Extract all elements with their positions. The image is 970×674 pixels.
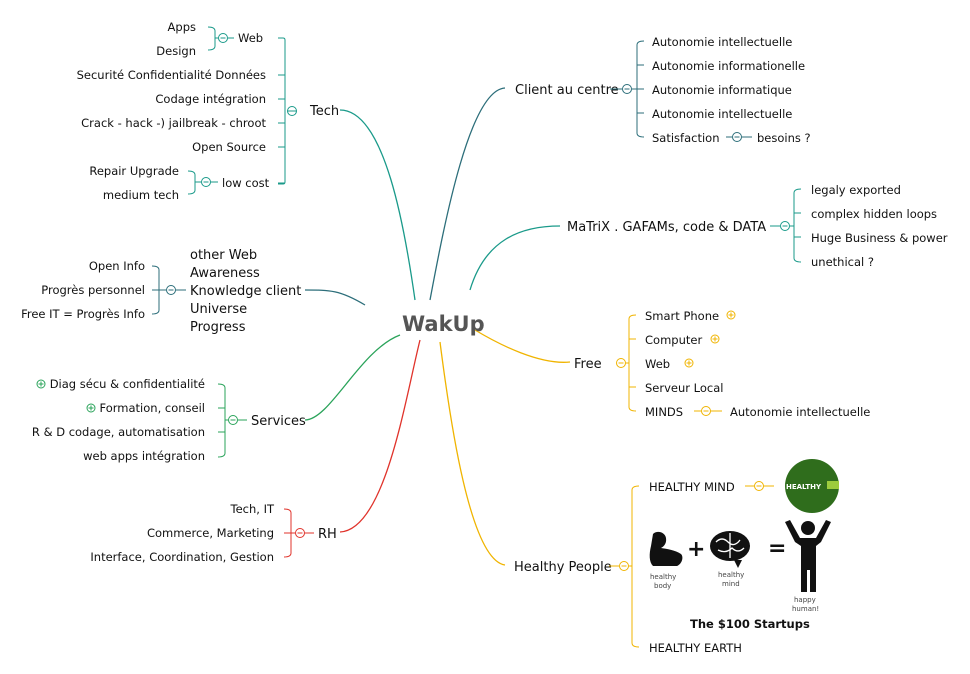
badge-stripe (827, 481, 839, 489)
services-node[interactable]: Services (251, 414, 306, 429)
tech-item[interactable]: Open Source (192, 140, 266, 154)
rh-item[interactable]: Commerce, Marketing (147, 526, 274, 540)
tech-web-node[interactable]: Web (238, 31, 263, 45)
book-title[interactable]: The $100 Startups (690, 617, 810, 631)
client-node[interactable]: Client au centre (515, 83, 619, 98)
caption-body-1: healthy (650, 573, 676, 581)
services-item[interactable]: R & D codage, automatisation (32, 425, 205, 439)
free-bracket (626, 314, 637, 412)
tech-web-item[interactable]: Apps (168, 20, 196, 34)
plus-sign: + (687, 537, 705, 562)
client-bracket (610, 40, 645, 138)
services-item[interactable]: Diag sécu & confidentialité (50, 377, 205, 391)
brain-icon (710, 531, 750, 568)
branch-services (304, 334, 401, 421)
branch-rh (339, 339, 421, 533)
healthy-group: Healthy People HEALTHY MIND HEALTHY heal… (514, 459, 839, 655)
free-item[interactable]: Computer (645, 333, 702, 347)
client-item[interactable]: Autonomie informationelle (652, 59, 805, 73)
branch-client (429, 87, 506, 301)
rh-item[interactable]: Interface, Coordination, Gestion (90, 550, 274, 564)
caption-human-1: happy (794, 596, 816, 604)
services-item[interactable]: web apps intégration (83, 449, 205, 463)
info-node-line[interactable]: Awareness (190, 266, 260, 281)
matrix-group: MaTriX . GAFAMs, code & DATA legaly expo… (567, 183, 948, 269)
caption-body-2: body (654, 582, 671, 590)
matrix-item[interactable]: unethical ? (811, 255, 874, 269)
plus-mark (686, 360, 692, 366)
branch-tech (339, 109, 416, 301)
matrix-item[interactable]: complex hidden loops (811, 207, 937, 221)
tech-lowcost-item[interactable]: Repair Upgrade (89, 164, 179, 178)
free-node[interactable]: Free (574, 357, 602, 372)
tech-group: Tech Web Apps Design Securité Confidenti… (77, 20, 340, 202)
free-item[interactable]: Serveur Local (645, 381, 723, 395)
rh-bracket (283, 508, 314, 558)
services-group: Services Diag sécu & confidentialité For… (32, 377, 306, 463)
free-group: Free Smart Phone Computer Web Serveur Lo… (574, 309, 870, 419)
branch-free (474, 329, 571, 363)
tech-bracket (278, 37, 297, 185)
healthy-badge-text: HEALTHY (786, 483, 822, 491)
plus-mark (38, 381, 44, 387)
rh-group: RH Tech, IT Commerce, Marketing Interfac… (90, 502, 336, 564)
caption-human-2: human! (792, 605, 819, 613)
lowcost-bracket (187, 170, 218, 195)
plus-mark (88, 405, 94, 411)
plus-mark (728, 312, 734, 318)
client-satisfaction-child[interactable]: besoins ? (757, 131, 811, 145)
healthy-node[interactable]: Healthy People (514, 560, 612, 575)
muscle-arm-icon (649, 531, 683, 566)
matrix-bracket (770, 188, 802, 263)
client-item[interactable]: Autonomie intellectuelle (652, 35, 792, 49)
center-title[interactable]: WakUp (402, 312, 485, 336)
healthy-mind[interactable]: HEALTHY MIND (649, 480, 735, 494)
caption-mind-2: mind (722, 580, 740, 588)
free-item[interactable]: Web (645, 357, 670, 371)
info-node-line[interactable]: Universe (190, 302, 247, 317)
healthy-earth[interactable]: HEALTHY EARTH (649, 641, 742, 655)
free-minds-child[interactable]: Autonomie intellectuelle (730, 405, 870, 419)
info-item[interactable]: Progrès personnel (41, 283, 145, 297)
rh-item[interactable]: Tech, IT (230, 502, 275, 516)
info-node-line[interactable]: other Web (190, 248, 257, 263)
branch-matrix (469, 225, 561, 291)
client-item[interactable]: Satisfaction (652, 131, 720, 145)
services-bracket (217, 383, 247, 458)
info-node-line[interactable]: Progress (190, 320, 246, 335)
info-group: other Web Awareness Knowledge client Uni… (21, 248, 301, 335)
caption-mind-1: healthy (718, 571, 744, 579)
web-bracket (207, 26, 234, 51)
happy-person-icon (785, 520, 831, 592)
branch-info (304, 289, 366, 306)
info-item[interactable]: Open Info (89, 259, 145, 273)
client-item[interactable]: Autonomie informatique (652, 83, 792, 97)
tech-item[interactable]: Codage intégration (155, 92, 266, 106)
equals-sign: = (768, 536, 786, 561)
matrix-item[interactable]: Huge Business & power (811, 231, 948, 245)
client-item[interactable]: Autonomie intellectuelle (652, 107, 792, 121)
matrix-item[interactable]: legaly exported (811, 183, 901, 197)
tech-lowcost-item[interactable]: medium tech (103, 188, 179, 202)
free-item[interactable]: Smart Phone (645, 309, 719, 323)
info-item[interactable]: Free IT = Progrès Info (21, 307, 145, 321)
free-item[interactable]: MINDS (645, 405, 683, 419)
tech-web-item[interactable]: Design (156, 44, 196, 58)
healthy-bracket (609, 485, 640, 648)
tech-item[interactable]: Crack - hack -) jailbreak - chroot (81, 116, 266, 130)
tech-item[interactable]: Securité Confidentialité Données (77, 68, 266, 82)
tech-lowcost-node[interactable]: low cost (222, 176, 270, 190)
rh-node[interactable]: RH (318, 527, 337, 542)
branch-healthy (439, 341, 506, 566)
matrix-node[interactable]: MaTriX . GAFAMs, code & DATA (567, 220, 766, 235)
services-item[interactable]: Formation, conseil (100, 401, 205, 415)
healthy-badge (785, 459, 839, 513)
main-branches (304, 87, 571, 566)
tech-node[interactable]: Tech (309, 104, 339, 119)
plus-mark (712, 336, 718, 342)
info-bracket (151, 265, 186, 315)
client-group: Client au centre Autonomie intellectuell… (515, 35, 811, 145)
info-node-line[interactable]: Knowledge client (190, 284, 301, 299)
